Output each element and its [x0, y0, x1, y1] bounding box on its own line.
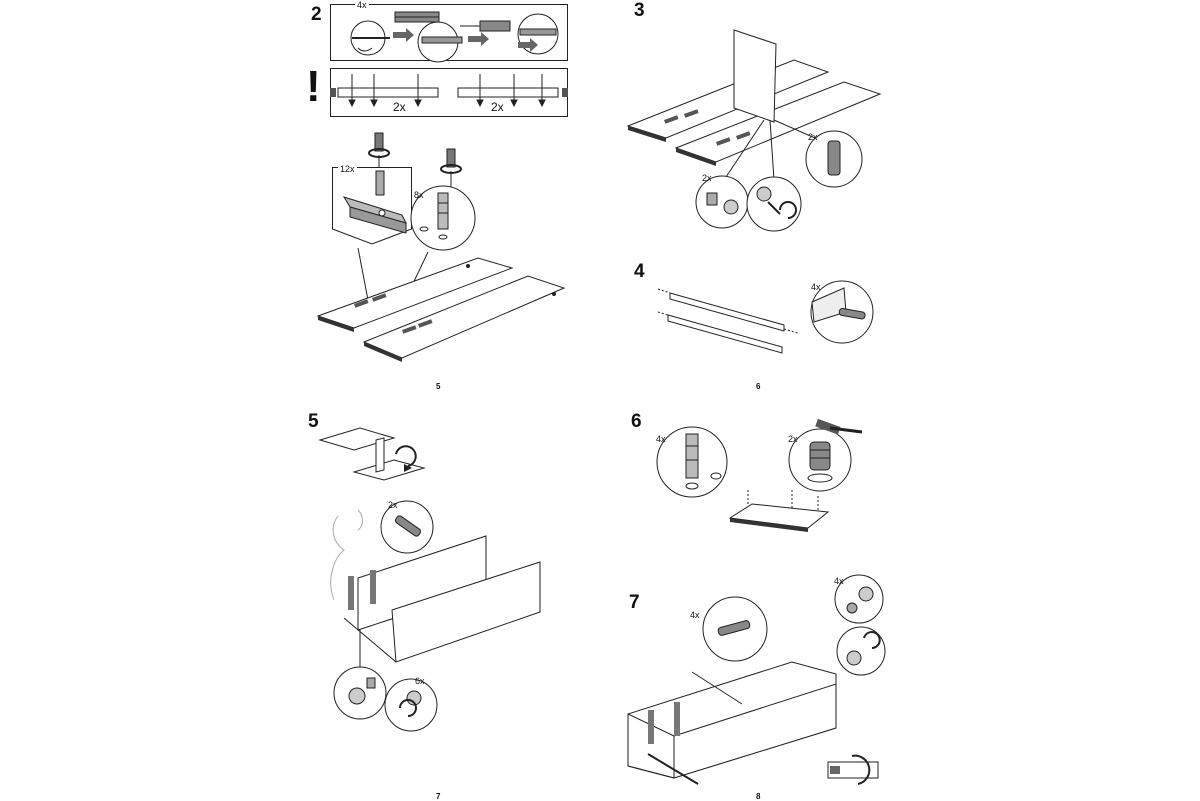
quantity-label: 2x: [393, 100, 406, 114]
cam-detail-callout: [695, 175, 749, 229]
cabinet-assembly-drawing: [622, 654, 858, 790]
quantity-label: 8x: [414, 190, 424, 200]
quantity-label: 4x: [690, 610, 700, 620]
quantity-label: 6x: [415, 676, 425, 686]
base-panel-drawing: [728, 490, 832, 532]
dowel-detail-callout: [806, 127, 862, 189]
page-number: 8: [756, 792, 761, 801]
quantity-label: 4x: [656, 434, 666, 444]
step-number: 5: [308, 411, 319, 432]
screwdriver-icon: [436, 149, 466, 189]
dowel-detail-callout: [810, 280, 874, 344]
runner-orientation-box: [330, 68, 568, 117]
quantity-label: 12x: [338, 164, 357, 174]
step-number: 6: [631, 411, 642, 432]
rail-pair-drawing: [658, 285, 808, 355]
drawer-runner-install-box: [330, 4, 568, 61]
screwdriver-icon: [364, 133, 394, 173]
quantity-label: 2x: [388, 500, 398, 510]
cam-detail-callout: [834, 574, 884, 624]
step-number: 2: [311, 4, 322, 25]
drawer-slide-detail: [822, 748, 888, 788]
quantity-label: 2x: [808, 132, 818, 142]
cam-lock-rotate-callout: [384, 678, 438, 732]
quantity-label: 2x: [788, 434, 798, 444]
quantity-label: 2x: [491, 100, 504, 114]
page-number: 5: [436, 382, 441, 391]
cam-lock-rotate-callout: [746, 176, 802, 232]
rail-flip-drawing: [320, 420, 440, 480]
step-number: 3: [634, 0, 645, 21]
exclamation-icon: !: [306, 62, 321, 111]
screw-detail-callout: [332, 167, 412, 245]
quantity-label: 4x: [811, 282, 821, 292]
quantity-label: 2x: [702, 173, 712, 183]
dowel-detail-callout: [380, 500, 434, 554]
side-panel-attach-drawing: [624, 30, 894, 230]
cam-lock-rotate-callout: [836, 626, 886, 676]
page-number: 7: [436, 792, 441, 801]
bolt-detail-callout: [410, 185, 476, 251]
frame-assembly-drawing: [318, 498, 548, 718]
panel-pair-drawing: [318, 240, 578, 362]
page-number: 6: [756, 382, 761, 391]
bolt-detail-callout: [656, 426, 728, 498]
step-number: 7: [629, 592, 640, 613]
hammer-icon: [786, 418, 866, 492]
quantity-label: 4x: [355, 0, 369, 10]
cam-detail-callout: [333, 666, 387, 720]
quantity-label: 4x: [834, 576, 844, 586]
dowel-detail-callout: [702, 596, 768, 662]
step-number: 4: [634, 261, 645, 282]
